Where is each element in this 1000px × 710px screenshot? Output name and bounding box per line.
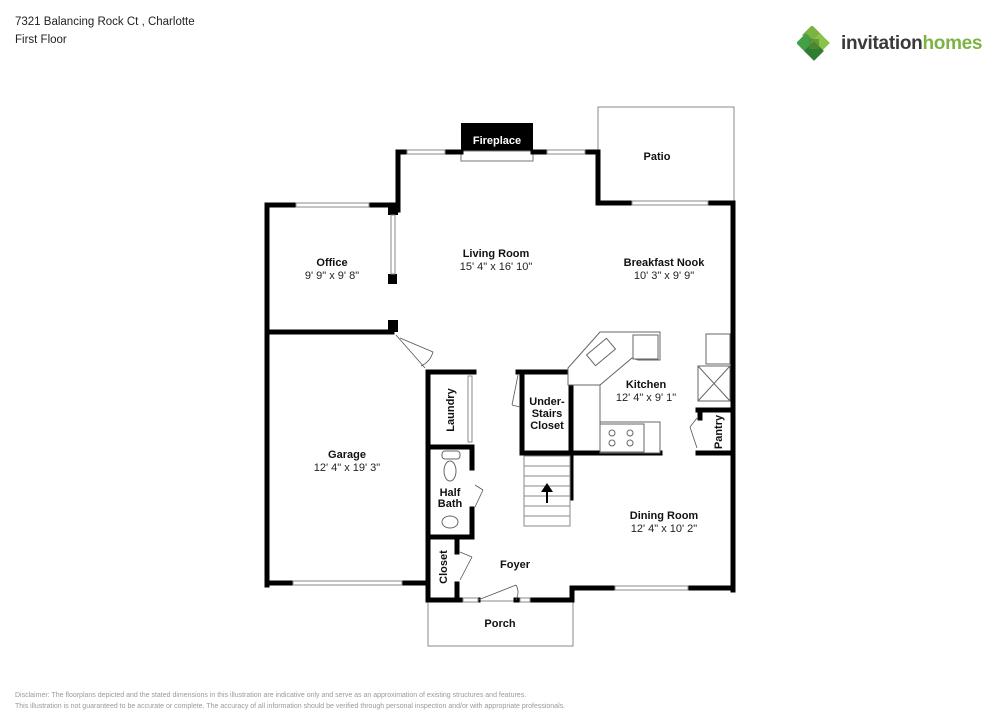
- breakfast-nook-dims: 10' 3" x 9' 9": [634, 270, 694, 282]
- patio-label: Patio: [644, 151, 671, 163]
- under-stairs-closet-label-3: Closet: [530, 420, 564, 432]
- exterior-walls: [264, 149, 736, 603]
- logo-word-invitation: invitation: [841, 33, 923, 54]
- logo-wordmark: invitationhomes: [841, 33, 983, 55]
- kitchen-dims: 12' 4" x 9' 1": [616, 392, 676, 404]
- under-stairs-closet-label-1: Under-: [529, 396, 565, 408]
- dining-room-label: Dining Room: [630, 510, 699, 522]
- laundry-label: Laundry: [445, 387, 457, 431]
- door-swings: [395, 334, 698, 601]
- garage-dims: 12' 4" x 19' 3": [314, 462, 381, 474]
- office-dims: 9' 9" x 9' 8": [305, 270, 359, 282]
- stove-burners: [608, 429, 634, 447]
- garage-label: Garage: [328, 449, 366, 461]
- kitchen-label: Kitchen: [626, 379, 667, 391]
- porch-label: Porch: [484, 618, 515, 630]
- half-bath-label-1: Half: [440, 487, 461, 499]
- foyer-label: Foyer: [500, 559, 531, 571]
- office-label: Office: [316, 257, 347, 269]
- disclaimer-line-1: Disclaimer: The floorplans depicted and …: [15, 692, 527, 699]
- company-logo: invitationhomes: [797, 26, 987, 62]
- living-room-dims: 15' 4" x 16' 10": [460, 261, 533, 273]
- half-bath-label-2: Bath: [438, 498, 463, 510]
- property-address: 7321 Balancing Rock Ct , Charlotte: [15, 16, 195, 28]
- dining-room-dims: 12' 4" x 10' 2": [631, 523, 698, 535]
- fireplace-block: [461, 123, 533, 151]
- porch-outline: [427, 600, 574, 647]
- closet-label: Closet: [438, 550, 450, 584]
- logo-mark-icon: [797, 26, 830, 61]
- pantry-label: Pantry: [713, 414, 725, 449]
- windows: [292, 149, 709, 603]
- bath-fixtures: [441, 450, 461, 529]
- floor-label: First Floor: [15, 34, 67, 46]
- logo-word-homes: homes: [922, 33, 983, 54]
- wall-post: [388, 203, 398, 215]
- breakfast-nook-label: Breakfast Nook: [624, 257, 706, 269]
- stair-up-arrow-icon: [541, 483, 553, 503]
- living-room-label: Living Room: [463, 248, 530, 260]
- under-stairs-closet-label-2: Stairs: [532, 408, 563, 420]
- fireplace-label: Fireplace: [473, 135, 521, 147]
- kitchen-counters: [567, 331, 731, 454]
- fireplace-hearth: [460, 150, 534, 162]
- wall-post: [388, 274, 397, 284]
- wall-post: [388, 320, 398, 332]
